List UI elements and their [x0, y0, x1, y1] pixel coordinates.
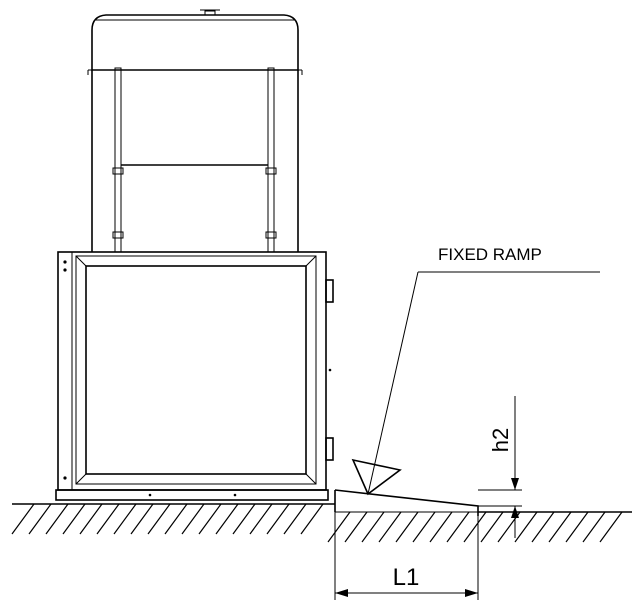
h2-label: h2 — [488, 428, 513, 452]
hatch-line — [79, 503, 103, 535]
hatch-line — [215, 503, 239, 535]
ground-hatching-right — [327, 511, 623, 543]
fixed-ramp-callout: FIXED RAMP — [367, 245, 600, 495]
hatch-line — [96, 503, 120, 535]
hatch-line — [11, 503, 35, 535]
hatch-line — [45, 503, 69, 535]
hatch-line — [130, 503, 154, 535]
hatch-line — [147, 503, 171, 535]
dimension-h2: h2 — [478, 396, 522, 538]
lift-enclosure — [55, 251, 334, 501]
hatch-line — [266, 503, 290, 535]
hatch-line — [113, 503, 137, 535]
hatch-line — [198, 503, 222, 535]
hatch-line — [582, 511, 606, 543]
hatch-line — [480, 511, 504, 543]
dimension-l1: L1 — [334, 512, 479, 600]
hatch-line — [463, 511, 487, 543]
l1-label: L1 — [393, 564, 420, 591]
hatch-line — [62, 503, 86, 535]
hatch-line — [361, 511, 385, 543]
hatch-line — [531, 511, 555, 543]
ground — [11, 503, 632, 543]
hatch-line — [548, 511, 572, 543]
hatch-line — [599, 511, 623, 543]
ground-hatching-left — [11, 503, 324, 535]
fixed-ramp — [334, 458, 479, 516]
hatch-line — [565, 511, 589, 543]
hatch-line — [514, 511, 538, 543]
fixed-ramp-label: FIXED RAMP — [438, 245, 542, 264]
hatch-line — [344, 511, 368, 543]
hatch-line — [327, 511, 351, 543]
hatch-line — [164, 503, 188, 535]
hatch-line — [378, 511, 402, 543]
lift-tower — [87, 9, 303, 253]
hatch-line — [28, 503, 52, 535]
hatch-line — [283, 503, 307, 535]
hatch-line — [446, 511, 470, 543]
hatch-line — [300, 503, 324, 535]
hatch-line — [395, 511, 419, 543]
hatch-line — [232, 503, 256, 535]
hatch-line — [249, 503, 273, 535]
hatch-line — [412, 511, 436, 543]
hatch-line — [429, 511, 453, 543]
hatch-line — [181, 503, 205, 535]
